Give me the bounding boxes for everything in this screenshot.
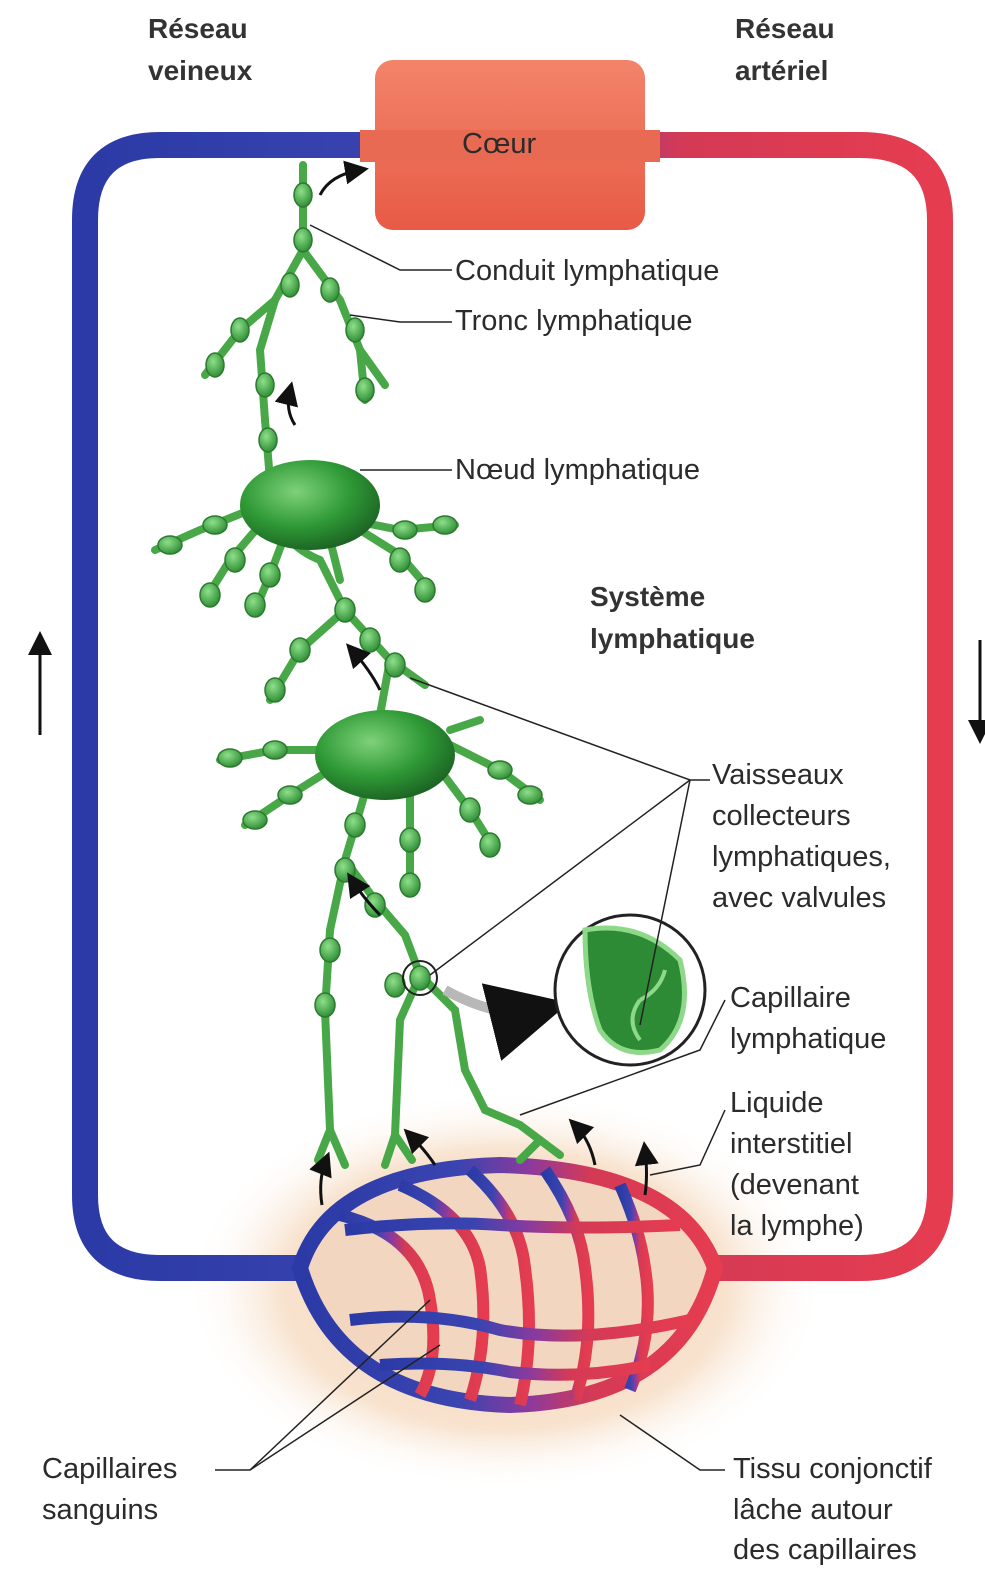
system-title: Système lymphatique — [590, 576, 810, 660]
arterial-title: Réseau artériel — [735, 8, 875, 92]
fluid-label-4: la lymphe) — [730, 1206, 864, 1247]
vessels-label-2: collecteurs — [712, 796, 851, 837]
lymph-node-lower — [315, 710, 455, 800]
blood-capillary-bed — [300, 1165, 715, 1405]
tissue-label-1: Tissu conjonctif — [733, 1449, 932, 1490]
lymph-node-upper — [240, 460, 380, 550]
fluid-label-3: (devenant — [730, 1165, 859, 1206]
blood-capillaries-label-1: Capillaires — [42, 1449, 177, 1490]
fluid-label-2: interstitiel — [730, 1124, 853, 1165]
fluid-label-1: Liquide — [730, 1083, 824, 1124]
vessels-label-4: avec valvules — [712, 878, 886, 919]
trunk-label: Tronc lymphatique — [455, 301, 692, 342]
blood-capillaries-label-2: sanguins — [42, 1490, 158, 1531]
valve-zoom — [403, 915, 705, 1065]
tissue-label-2: lâche autour — [733, 1490, 893, 1531]
heart-label: Cœur — [462, 124, 536, 165]
vessels-label-1: Vaisseaux — [712, 755, 844, 796]
vessels-label-3: lymphatiques, — [712, 837, 891, 878]
tissue-label-3: des capillaires — [733, 1530, 917, 1570]
capillary-label-2: lymphatique — [730, 1019, 886, 1060]
venous-title-line-1: Réseau veineux — [148, 8, 288, 92]
capillary-label-1: Capillaire — [730, 978, 851, 1019]
duct-label: Conduit lymphatique — [455, 251, 719, 292]
node-label: Nœud lymphatique — [455, 450, 700, 491]
